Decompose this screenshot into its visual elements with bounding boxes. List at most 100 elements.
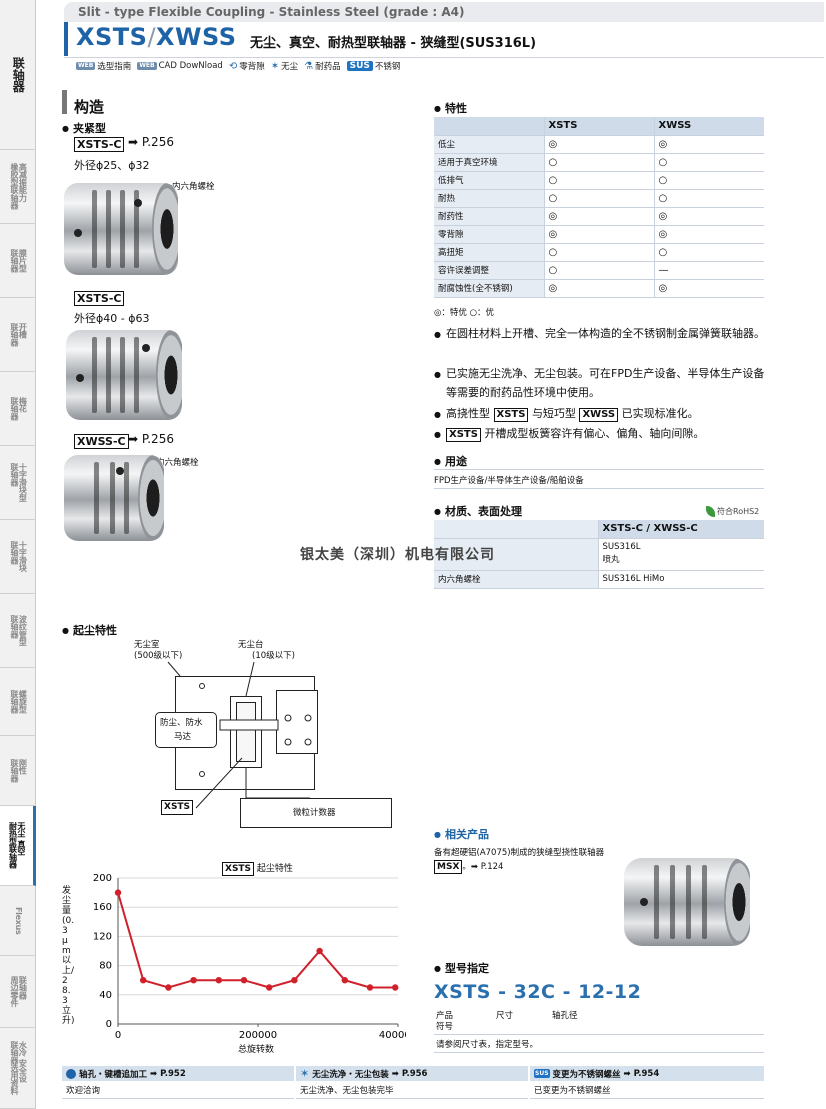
x-tick-label: 200000 xyxy=(239,1030,277,1041)
badge-label: 零背隙 xyxy=(239,62,265,72)
row-mark-b: ○ xyxy=(653,171,764,190)
y-tick-label: 200 xyxy=(93,873,112,884)
bullet-text: 高挠性型 xyxy=(446,407,490,420)
side-tab-label: 梅花 联轴器 xyxy=(10,396,28,421)
diameter-spec-1: 外径ϕ25、ϕ32 xyxy=(74,159,150,172)
features-table: XSTS XWSS 低尘◎◎ 适用于真空环境○○ 低排气○○ 耐热○○ 耐药性◎… xyxy=(434,117,764,298)
side-tab-slit[interactable]: 开槽 联轴器 xyxy=(0,298,36,372)
material-body-label xyxy=(434,538,598,571)
side-tab-label: 高减振能力 橡胶型联轴器 xyxy=(10,163,28,210)
related-ref: 。➡ P.124 xyxy=(462,862,504,872)
row-label: 低尘 xyxy=(434,135,544,154)
side-tab-disc[interactable]: 膜片型 联轴器 xyxy=(0,224,36,298)
side-tab-selection[interactable]: 水冷 安全设 联轴器选用资料 xyxy=(0,1028,36,1109)
table-header-xwss: XWSS xyxy=(653,117,764,136)
row-label: 耐腐蚀性(全不锈钢) xyxy=(434,279,544,298)
side-tab-oldham[interactable]: 十字滑块 联轴器 xyxy=(0,520,36,594)
arrow-right-icon: ➡ P.256 xyxy=(128,135,174,149)
bullet-text: 在圆柱材料上开槽、完全一体构造的全不锈钢制金属弹簧联轴器。 xyxy=(446,327,765,340)
row-mark-a: ◎ xyxy=(543,135,654,154)
row-mark-b: ○ xyxy=(653,153,764,172)
model-part-bore: 轴孔径 xyxy=(552,1011,578,1021)
footer-head: ✶无尘洗净・无尘包装➡ P.956 xyxy=(296,1066,528,1081)
footer-shaft-machining[interactable]: 轴孔・键槽追加工➡ P.952 欢迎洽询 xyxy=(62,1066,294,1104)
divider xyxy=(434,1052,764,1053)
dust-chart: 040801201602000200000400000 xyxy=(93,873,406,1041)
data-point xyxy=(316,947,323,955)
y-tick-label: 0 xyxy=(106,1019,112,1030)
coupling-under-test xyxy=(236,702,256,762)
y-tick-label: 160 xyxy=(93,902,112,913)
table-row: 低尘◎◎ xyxy=(434,135,764,154)
model-note: 请参阅尺寸表，指定型号。 xyxy=(436,1040,539,1050)
material-value: SUS316L xyxy=(602,542,641,552)
row-label: 容许误差调整 xyxy=(434,261,544,280)
bullet-text: 与短巧型 xyxy=(531,407,576,420)
bullet-item: 在圆柱材料上开槽、完全一体构造的全不锈钢制金属弹簧联轴器。 xyxy=(434,324,774,344)
code-xsts: XSTS xyxy=(76,23,148,51)
side-tab-helical[interactable]: 螺旋型 联轴器 xyxy=(0,668,36,736)
hex-bolt-label: 内六角螺栓 xyxy=(172,182,215,192)
side-tab-label: 联轴器 周边零件 xyxy=(10,976,28,1007)
data-point xyxy=(240,977,248,984)
row-label: 适用于真空环境 xyxy=(434,153,544,172)
motor-box: 防尘、防水 马达 xyxy=(155,712,217,748)
side-tab-rigid[interactable]: 刚性 联轴器 xyxy=(0,736,36,806)
section-accent-bar xyxy=(62,90,67,114)
side-tab-bellows[interactable]: 波纹管型 联轴器 xyxy=(0,594,36,668)
table-row: 耐药性◎◎ xyxy=(434,207,764,226)
footer-clean-package[interactable]: ✶无尘洗净・无尘包装➡ P.956 无尘洗净、无尘包装完毕 xyxy=(296,1066,528,1104)
row-mark-b: ◎ xyxy=(653,279,764,298)
company-watermark: 银太美（深圳）机电有限公司 xyxy=(300,547,495,563)
side-nav: 联轴器 高减振能力 橡胶型联轴器 膜片型 联轴器 开槽 联轴器 梅花 联轴器 十… xyxy=(0,0,36,1109)
side-tab-oldham-type[interactable]: 十字滑块型 联轴器 xyxy=(0,446,36,520)
side-tab-jaw[interactable]: 梅花 联轴器 xyxy=(0,372,36,446)
coupling-image-xsts-small xyxy=(64,183,178,275)
table-header-blank xyxy=(434,117,544,136)
sus-icon: SUS xyxy=(346,61,373,71)
row-mark-a: ◎ xyxy=(543,279,654,298)
related-heading: 相关产品 xyxy=(434,826,489,842)
table-row: 耐腐蚀性(全不锈钢)◎◎ xyxy=(434,279,764,298)
series-line xyxy=(117,892,396,989)
side-tab-coupling[interactable]: 联轴器 xyxy=(0,0,36,150)
bullet-item: XSTS 开槽成型板簧容许有偏心、偏角、轴向间隙。 xyxy=(434,424,774,444)
y-tick-label: 120 xyxy=(93,931,112,942)
row-mark-a: ○ xyxy=(543,243,654,262)
chart-xlabel: 总旋转数 xyxy=(238,1045,275,1055)
footer-page-ref: ➡ P.952 xyxy=(150,1068,186,1079)
side-tab-flexus[interactable]: Flexus xyxy=(0,886,36,956)
features-legend: ◎：特优 ○：优 xyxy=(434,308,495,318)
header-cn-title: 无尘、真空、耐热型联轴器 - 狭缝型(SUS316L) xyxy=(250,36,537,51)
side-tab-label: Flexus xyxy=(14,906,24,935)
divider xyxy=(434,488,764,489)
data-point xyxy=(291,977,298,984)
header-divider xyxy=(64,57,824,58)
label-line: 马达 xyxy=(174,732,192,742)
dust-heading: 起尘特性 xyxy=(62,622,117,638)
model-heading: 型号指定 xyxy=(434,960,489,976)
page-ref: P.256 xyxy=(141,432,174,446)
footer-body: 已变更为不锈钢螺丝 xyxy=(530,1081,764,1099)
side-tab-label: 螺旋型 联轴器 xyxy=(10,689,28,714)
side-tab-label: 刚性 联轴器 xyxy=(10,758,28,783)
divider xyxy=(434,469,764,470)
side-tab-label: 波纹管型 联轴器 xyxy=(10,615,28,646)
data-point xyxy=(266,984,273,991)
coupling-image-xsts-large xyxy=(66,330,182,420)
material-header-model: XSTS-C / XWSS-C xyxy=(597,520,764,539)
table-row: 耐热○○ xyxy=(434,189,764,208)
side-tab-parts[interactable]: 联轴器 周边零件 xyxy=(0,956,36,1028)
table-row: 零背隙◎◎ xyxy=(434,225,764,244)
side-tab-clean-vacuum[interactable]: 无尘 真空 耐热型联轴器 xyxy=(0,806,36,886)
table-header-xsts: XSTS xyxy=(543,117,654,136)
badge-label: CAD DowNload xyxy=(158,61,223,71)
row-mark-b: ○ xyxy=(653,243,764,262)
table-header-row: XSTS XWSS xyxy=(434,117,764,136)
side-tab-rubber[interactable]: 高减振能力 橡胶型联轴器 xyxy=(0,150,36,224)
